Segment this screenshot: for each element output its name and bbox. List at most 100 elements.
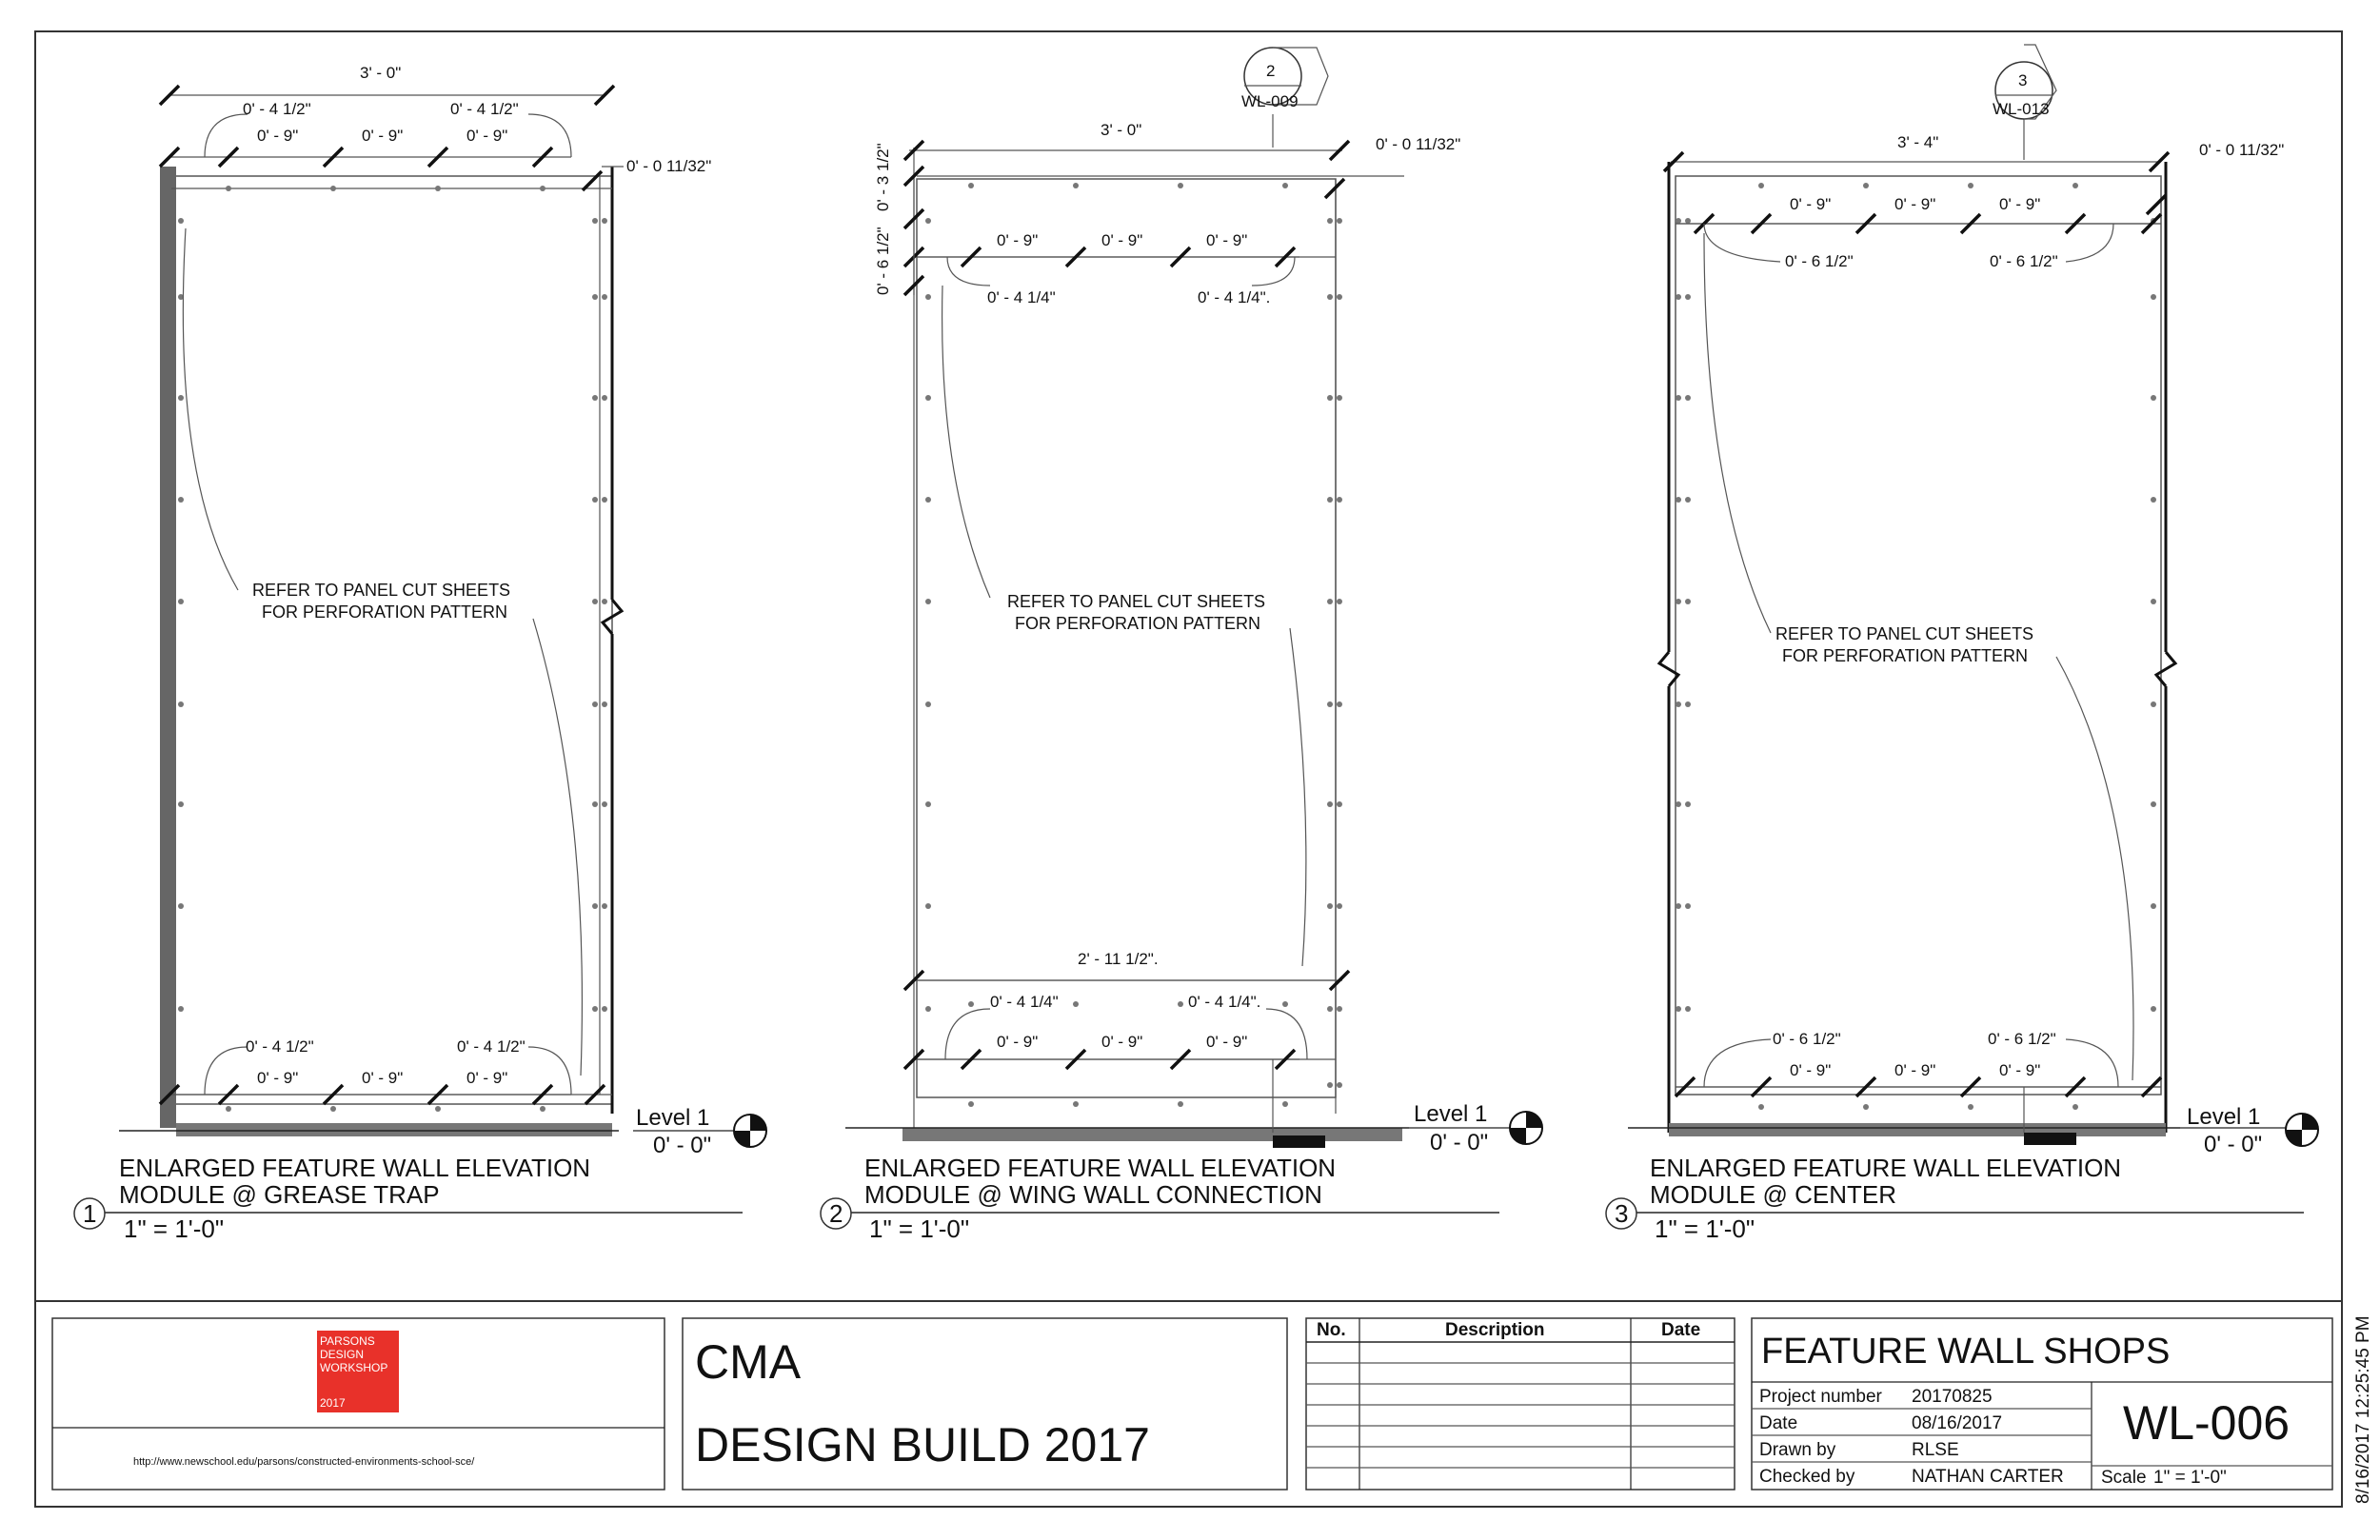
field-value: 08/16/2017 — [1912, 1413, 2002, 1433]
sheet-title: FEATURE WALL SHOPS — [1761, 1332, 2170, 1372]
leader-line — [942, 285, 991, 599]
elevation-view-3: 3 WL-013 3' - 4" 0' - 0 11/32" 0' - 9" 0… — [1605, 44, 2319, 1243]
level-datum-icon — [1509, 1111, 1543, 1145]
leader-line — [2055, 656, 2134, 1081]
logo-text: 2017 — [320, 1396, 346, 1410]
revision-header-description: Description — [1445, 1320, 1545, 1340]
fastener-dots — [1676, 183, 2156, 1110]
logo-text: WORKSHOP — [320, 1361, 387, 1374]
field-label: Project number — [1759, 1387, 1883, 1407]
field-value: RLSE — [1912, 1440, 1959, 1460]
callout-note: REFER TO PANEL CUT SHEETS — [252, 581, 510, 600]
dim-offset: 0' - 0 11/32" — [2199, 141, 2284, 159]
leader-line — [532, 618, 584, 1076]
dim-overall: 3' - 0" — [1101, 121, 1141, 139]
section-marker — [1243, 47, 1329, 148]
section-marker-number: 3 — [2018, 71, 2027, 89]
revision-header-date: Date — [1661, 1320, 1700, 1340]
view-subtitle: MODULE @ WING WALL CONNECTION — [864, 1180, 1322, 1209]
dimension-lines — [902, 139, 1351, 1133]
dim-bottom-spacing: 0' - 9" — [1101, 1033, 1142, 1051]
dim-edge-right: 0' - 6 1/2" — [1990, 252, 2058, 270]
field-label: Date — [1759, 1413, 1797, 1433]
logo-panel — [51, 1317, 665, 1491]
level-elevation: 0' - 0" — [653, 1133, 711, 1158]
dim-offset: 0' - 0 11/32" — [626, 157, 711, 175]
dim-edge-left: 0' - 6 1/2" — [1785, 252, 1854, 270]
view-scale: 1" = 1'-0" — [124, 1214, 224, 1243]
dim-vertical: 0' - 6 1/2" — [874, 227, 892, 295]
view-title: ENLARGED FEATURE WALL ELEVATION — [864, 1154, 1336, 1182]
dim-bottom-spacing: 0' - 9" — [1999, 1061, 2040, 1079]
dim-offset: 0' - 0 11/32" — [1376, 135, 1460, 153]
plot-timestamp: 8/16/2017 12:25:45 PM — [2353, 1315, 2373, 1504]
field-value: 20170825 — [1912, 1387, 1993, 1407]
parsons-logo — [317, 1331, 399, 1412]
field-label: Drawn by — [1759, 1440, 1836, 1460]
dim-bottom-edge-left: 0' - 4 1/4" — [990, 993, 1059, 1011]
dim-bottom-edge-right: 0' - 6 1/2" — [1988, 1030, 2056, 1048]
level-elevation: 0' - 0" — [2204, 1132, 2262, 1157]
dim-bottom-spacing: 0' - 9" — [1790, 1061, 1831, 1079]
floor-slab — [902, 1128, 1402, 1141]
level-elevation: 0' - 0" — [1430, 1130, 1488, 1155]
logo-text: PARSONS — [320, 1334, 375, 1348]
view-subtitle: MODULE @ CENTER — [1650, 1180, 1896, 1209]
project-panel — [682, 1317, 1288, 1491]
dim-edge-right: 0' - 4 1/4". — [1198, 288, 1270, 306]
section-marker-sheet: WL-013 — [1993, 100, 2050, 118]
level-name: Level 1 — [636, 1105, 709, 1131]
dim-bottom-spacing: 0' - 9" — [362, 1069, 403, 1087]
field-label: Checked by — [1759, 1467, 1855, 1487]
sheet-info-panel — [1751, 1317, 2333, 1491]
dim-bottom-edge-left: 0' - 4 1/2" — [246, 1037, 314, 1056]
panel-outline — [1675, 175, 2162, 1096]
floor-slab — [1669, 1123, 2166, 1136]
section-marker-number: 2 — [1266, 62, 1275, 80]
view-scale: 1" = 1'-0" — [869, 1214, 969, 1243]
logo-text: DESIGN — [320, 1348, 364, 1361]
dim-bottom-edge-left: 0' - 6 1/2" — [1773, 1030, 1841, 1048]
revision-table — [1305, 1317, 1735, 1491]
wall-section-hatch — [160, 167, 176, 1128]
dim-bottom-edge-right: 0' - 4 1/2" — [457, 1037, 526, 1056]
title-block: PARSONS DESIGN WORKSHOP 2017 http://www.… — [51, 1317, 2333, 1491]
client-name: CMA — [695, 1335, 802, 1389]
dim-spacing: 0' - 9" — [362, 127, 403, 145]
dim-edge-right: 0' - 4 1/2" — [450, 100, 519, 118]
floor-marker — [1273, 1135, 1325, 1148]
level-datum-icon — [2285, 1113, 2319, 1147]
view-subtitle: MODULE @ GREASE TRAP — [119, 1180, 440, 1209]
fastener-dots — [178, 186, 607, 1112]
callout-note: REFER TO PANEL CUT SHEETS — [1007, 592, 1265, 611]
dim-bottom-spacing: 0' - 9" — [257, 1069, 298, 1087]
sheet-border — [34, 30, 2343, 1508]
dimension-lines — [158, 84, 624, 1106]
callout-note: FOR PERFORATION PATTERN — [1015, 614, 1260, 633]
dim-vertical: 0' - 3 1/2" — [874, 143, 892, 211]
view-scale: 1" = 1'-0" — [1655, 1214, 1755, 1243]
dim-bottom-overall: 2' - 11 1/2". — [1078, 950, 1159, 968]
view-title: ENLARGED FEATURE WALL ELEVATION — [1650, 1154, 2121, 1182]
view-number: 1 — [83, 1199, 96, 1228]
dim-spacing: 0' - 9" — [1790, 195, 1831, 213]
school-url[interactable]: http://www.newschool.edu/parsons/constru… — [133, 1456, 475, 1468]
dim-spacing: 0' - 9" — [257, 127, 298, 145]
dim-bottom-spacing: 0' - 9" — [466, 1069, 507, 1087]
dim-overall: 3' - 0" — [360, 64, 401, 82]
leader-line — [182, 227, 239, 591]
dim-edge-left: 0' - 4 1/2" — [243, 100, 311, 118]
level-datum-icon — [733, 1114, 767, 1148]
dim-spacing: 0' - 9" — [1999, 195, 2040, 213]
dim-spacing: 0' - 9" — [997, 231, 1038, 249]
dim-bottom-spacing: 0' - 9" — [1894, 1061, 1935, 1079]
level-name: Level 1 — [1414, 1101, 1487, 1127]
floor-slab — [176, 1123, 612, 1136]
elevation-view-2: 2 WL-009 3' - 0" 0' - 0 11/32" 0' - 6 1/… — [820, 47, 1543, 1243]
sheet-number: WL-006 — [2123, 1396, 2290, 1450]
dim-overall: 3' - 4" — [1897, 133, 1938, 151]
callout-note: FOR PERFORATION PATTERN — [1782, 646, 2028, 665]
elevation-view-1: 3' - 0" 0' - 4 1/2" 0' - 4 1/2" 0' - 9" … — [73, 64, 767, 1243]
scale-value: 1" = 1'-0" — [2153, 1468, 2227, 1488]
